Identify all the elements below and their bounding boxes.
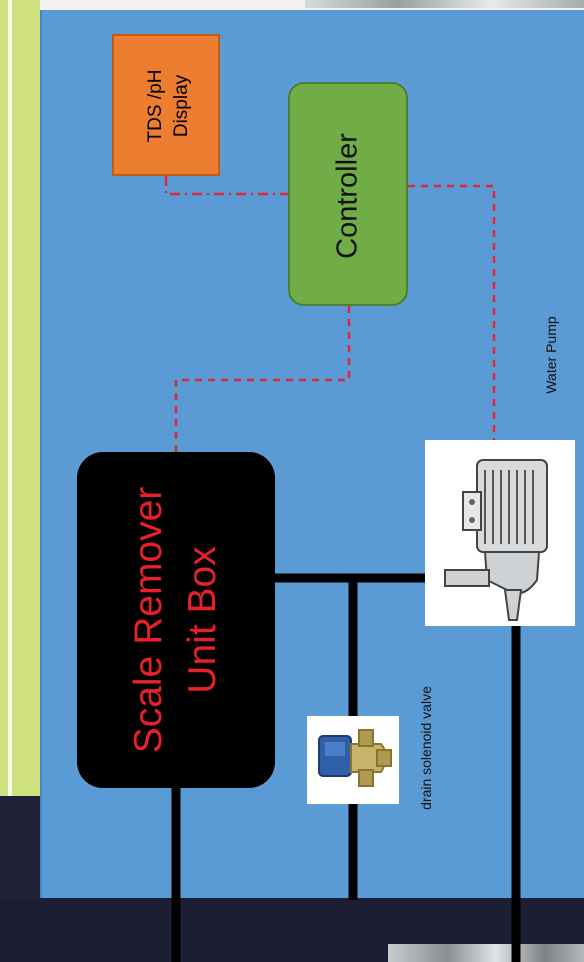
controller-to-pump-signal (408, 184, 496, 442)
controller-to-scale-signal (174, 306, 351, 452)
drain-solenoid-valve-image (307, 716, 399, 804)
scale-remover-label-line1: Scale Remover (127, 486, 170, 754)
controller-box: Controller (288, 82, 408, 306)
tds-display-label-line2: Display (171, 74, 192, 138)
tds-ph-display-box: TDS /pH Display (112, 34, 220, 176)
solenoid-valve-icon (318, 729, 392, 787)
background-photo-top (305, 0, 584, 8)
scale-remover-label-line2: Unit Box (181, 546, 224, 694)
water-pump-motor-icon (444, 459, 548, 621)
scale-remover-unit-box: Scale Remover Unit Box (77, 452, 275, 788)
display-to-controller-signal (164, 176, 288, 196)
slide-accent-stripe (8, 0, 12, 800)
controller-label: Controller (331, 133, 364, 259)
water-pump-image (425, 440, 575, 626)
drain-valve-label: drain solenoid valve (418, 686, 434, 810)
background-photo-bottom (388, 944, 584, 962)
tds-display-label-line1: TDS /pH (145, 69, 166, 143)
water-pump-label: Water Pump (543, 316, 559, 394)
slide-accent-bar (0, 0, 40, 800)
